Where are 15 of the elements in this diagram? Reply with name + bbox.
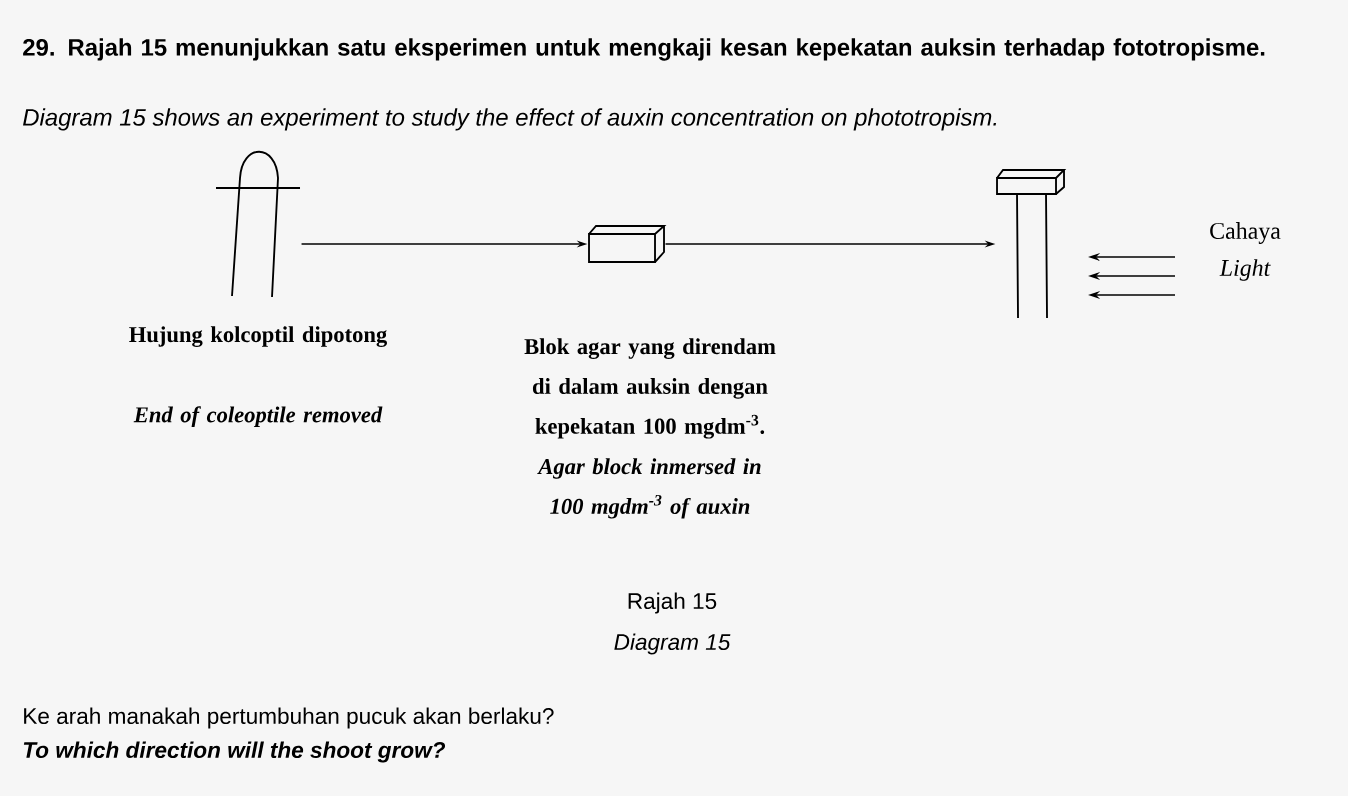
agar-block-drawing [588,225,667,263]
caption-text: End of coleoptile removed [133,406,383,427]
caption-text: Blok agar yang direndam di dalam auksin dengan kepekatan 100 mgdm$^{-3}$. [524,338,776,439]
label-text: Cahaya [1210,222,1281,244]
label-text: To which direction will the shoot grow? [23,741,446,763]
label-text: Rajah 15 [628,592,717,614]
question-text: 29. Rajah 15 menunjukkan satu eksperimen untuk mengkaji kesan kepekatan auksin terhadap fototropisme. [23,38,1265,61]
coleoptile-drawing [996,169,1067,319]
label-text: Light [1219,259,1271,281]
label-text: Diagram 15 [614,633,731,655]
caption-text: Agar block inmersed in 100 mgdm$^{-3}$ of auxin [537,458,761,519]
label-text: Diagram 15 shows an experiment to study the effect of auxin concentration on phototropism. [23,108,997,131]
caption-text: Hujung kolcoptil dipotong [129,326,387,347]
label-text: Ke arah manakah pertumbuhan pucuk akan berlaku? [24,707,554,729]
coleoptile-drawing [215,150,301,298]
